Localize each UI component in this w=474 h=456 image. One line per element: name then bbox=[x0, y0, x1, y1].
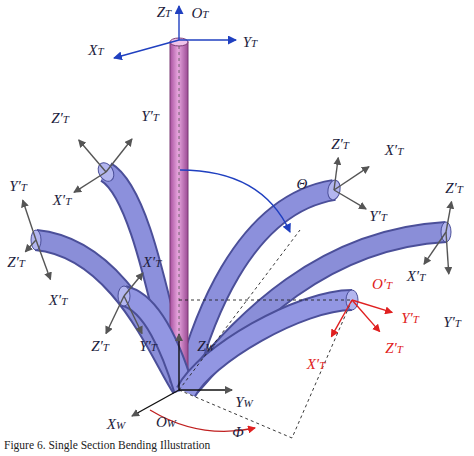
axis-arrow bbox=[114, 40, 179, 58]
axis-label: Y′T bbox=[442, 315, 462, 330]
axis-arrow bbox=[79, 140, 106, 172]
central-rod bbox=[170, 38, 188, 382]
axis-label: OT bbox=[191, 6, 210, 21]
frame-axes bbox=[23, 6, 452, 416]
axis-arrow bbox=[334, 167, 369, 190]
axis-label: Z′T bbox=[330, 137, 350, 152]
construction-lines bbox=[179, 230, 352, 438]
front-tentacles bbox=[118, 286, 358, 392]
axis-label: Y′T bbox=[140, 109, 160, 124]
axis-arrow bbox=[178, 6, 179, 40]
axis-arrow bbox=[179, 389, 232, 390]
axis-label: Z′T bbox=[444, 181, 464, 196]
axis-label: Y′T bbox=[400, 311, 420, 326]
axis-label: Φ bbox=[231, 425, 244, 440]
axis-arrow bbox=[25, 240, 36, 252]
axis-label: Z′T bbox=[90, 339, 110, 354]
axis-label: ZT bbox=[156, 5, 172, 20]
axis-label: O′T bbox=[371, 277, 393, 292]
angle-marks bbox=[150, 170, 290, 431]
axis-label: X′T bbox=[306, 357, 327, 372]
axis-label: Θ bbox=[296, 177, 309, 192]
axis-arrow bbox=[446, 202, 452, 232]
axis-arrow bbox=[334, 190, 366, 209]
axis-arrow bbox=[124, 273, 143, 296]
axis-arrow bbox=[178, 334, 179, 390]
axis-arrow bbox=[132, 390, 179, 416]
axis-label: YT bbox=[242, 35, 258, 50]
axis-label: X′T bbox=[48, 293, 69, 308]
axis-label: X′T bbox=[384, 143, 405, 158]
axis-arrow bbox=[36, 240, 50, 279]
axis-arrow bbox=[179, 39, 236, 40]
axis-label: Y′T bbox=[8, 179, 28, 194]
axis-arrow bbox=[106, 296, 124, 333]
axis-label: OW bbox=[155, 415, 177, 430]
axis-label: X′T bbox=[52, 193, 73, 208]
axis-label: X′T bbox=[142, 255, 163, 270]
axis-arrow bbox=[23, 200, 36, 240]
axis-label: YW bbox=[234, 395, 254, 410]
axis-label: Y′T bbox=[138, 339, 158, 354]
axis-arrow bbox=[424, 232, 446, 264]
axis-arrow bbox=[74, 172, 106, 192]
axis-label: Z′T bbox=[50, 111, 70, 126]
figure-caption: Figure 6. Single Section Bending Illustr… bbox=[4, 439, 210, 451]
axis-arrow bbox=[446, 232, 449, 274]
axis-label: ZW bbox=[196, 339, 216, 354]
axis-label: Z′T bbox=[384, 341, 404, 356]
axis-label: X′T bbox=[406, 269, 427, 284]
axis-arrow bbox=[124, 296, 142, 333]
axis-arrow bbox=[334, 158, 338, 190]
axis-arrow bbox=[352, 300, 380, 332]
axis-label: XT bbox=[87, 43, 104, 58]
axis-label: Y′T bbox=[368, 209, 388, 224]
axis-label: Z′T bbox=[6, 255, 26, 270]
axis-arrow bbox=[106, 139, 132, 172]
axis-arrow bbox=[331, 300, 352, 337]
axis-label: XW bbox=[106, 417, 126, 432]
